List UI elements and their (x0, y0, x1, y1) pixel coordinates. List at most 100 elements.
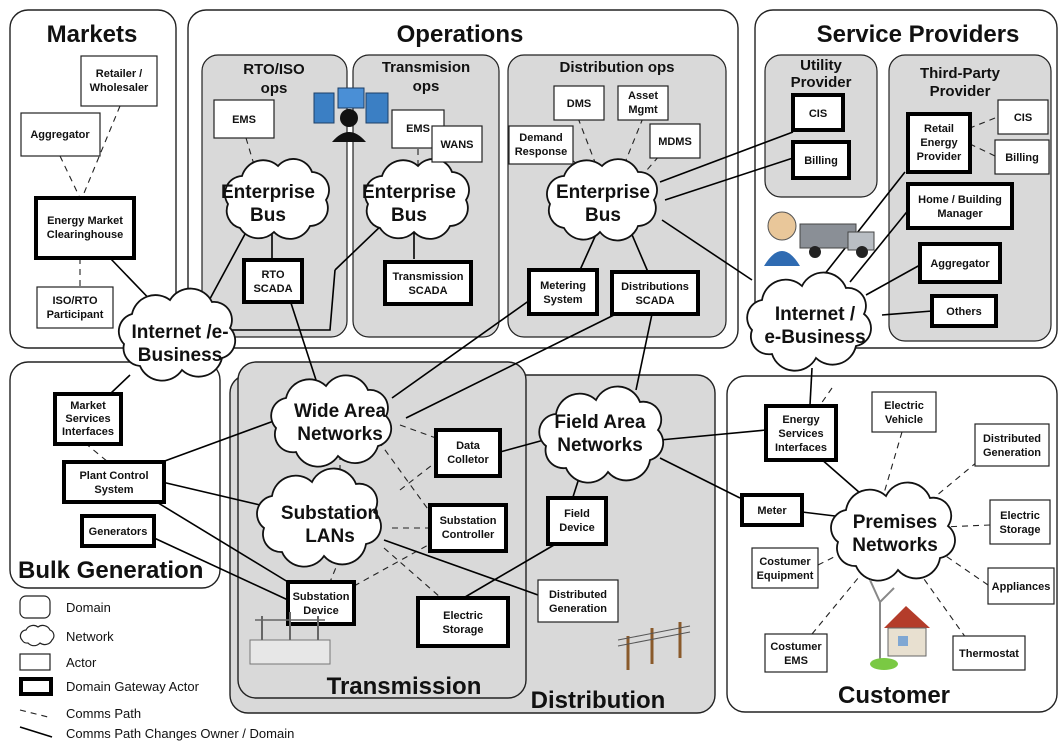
actors: Retailer / Wholesaler Aggregator Energy … (20, 55, 1055, 673)
gateway-data-colletor: Data Colletor (434, 428, 502, 478)
actor-aggregator-markets: Aggregator (20, 112, 101, 157)
comms-path-changes-owner (849, 207, 911, 283)
subdomain-title-transmission-ops: ops (413, 78, 440, 95)
gateway-others: Others (930, 294, 998, 328)
actor-label: Colletor (447, 454, 489, 466)
actor-label: Interfaces (775, 442, 827, 454)
network-label-line1: Substation (281, 503, 379, 524)
comms-path (881, 431, 903, 501)
operator-workstation-illustration (313, 87, 389, 142)
actor-costumer-equipment: Costumer Equipment (751, 547, 819, 589)
comms-path-changes-owner (664, 157, 794, 201)
comms-path-changes-owner (659, 429, 767, 441)
actor-label: Storage (1000, 524, 1041, 536)
legend-item-comms-path: Comms Path (19, 706, 141, 721)
comms-path (969, 143, 996, 157)
legend-label: Comms Path Changes Owner / Domain (66, 726, 294, 741)
comms-path (383, 547, 441, 598)
actor-label: Storage (443, 624, 484, 636)
actor-label: Plant Control (79, 470, 148, 482)
subdomain-title-utility-provider: Utility (800, 57, 842, 74)
actor-label: RTO (261, 269, 284, 281)
comms-path-changes-owner (499, 439, 545, 453)
gateway-transmission-scada: Transmission SCADA (383, 260, 473, 306)
actor-demand-response: Demand Response (508, 125, 574, 165)
gateway-substation-device: Substation Device (286, 580, 356, 626)
network-label-line2: Bus (585, 205, 621, 226)
actor-label: MDMS (658, 136, 692, 148)
network-label-line2: Bus (250, 205, 286, 226)
network-label-line1: Internet / (775, 304, 856, 325)
actor-label: DMS (567, 98, 591, 110)
gateway-generators: Generators (80, 514, 156, 548)
gateway-rto-scada: RTO SCADA (242, 258, 304, 304)
gateway-electric-storage-distribution: Electric Storage (416, 596, 510, 648)
subdomain-title-third-party-provider: Provider (930, 83, 991, 100)
comms-path-changes-owner (661, 219, 753, 281)
actor-label: Generation (549, 603, 607, 615)
actor-label: Billing (804, 155, 838, 167)
actor-label: Energy (782, 414, 820, 426)
actor-label: WANS (441, 139, 474, 151)
comms-path-changes-owner (391, 299, 531, 399)
actor-label: Services (65, 413, 110, 425)
comms-path-changes-owner (405, 311, 621, 419)
actor-label: Meter (757, 505, 787, 517)
comms-path-changes-owner (334, 221, 386, 271)
legend-item-actor: Actor (19, 653, 97, 671)
actor-label: CIS (809, 108, 827, 120)
network-label-line2: Business (138, 345, 222, 366)
comms-path-changes-owner (819, 171, 906, 281)
actor-billing-third-party: Billing (994, 139, 1050, 175)
actor-label: Aggregator (930, 258, 990, 270)
network-label-line1: Wide Area (294, 401, 386, 422)
legend-item-comms-path-changes: Comms Path Changes Owner / Domain (19, 726, 294, 741)
network-label-line1: Enterprise (556, 182, 650, 203)
actor-label: Participant (47, 309, 104, 321)
comms-path-changes-owner (635, 313, 653, 391)
comms-path-changes-owner (659, 131, 794, 183)
comms-path-changes-owner (809, 367, 813, 406)
actor-label: Energy Market (47, 215, 123, 227)
actor-label: Provider (917, 151, 962, 163)
gateway-distributions-scada: Distributions SCADA (610, 270, 700, 316)
actor-label: Wholesaler (90, 82, 149, 94)
comms-path (811, 565, 869, 635)
comms-path-changes-owner (225, 269, 336, 331)
actor-label: Costumer (770, 641, 822, 653)
comms-path (81, 105, 121, 199)
network-label-line1: Internet /e- (131, 322, 228, 343)
gateway-aggregator-service-providers: Aggregator (918, 242, 1002, 284)
comms-path (913, 564, 967, 639)
gateway-energy-services-interfaces: Energy Services Interfaces (764, 404, 838, 462)
network-label-line2: Networks (297, 424, 383, 445)
actor-electric-storage-customer: Electric Storage (989, 499, 1051, 545)
actor-label: Appliances (992, 581, 1051, 593)
comms-path-changes-owner (161, 481, 261, 506)
actor-label: Costumer (759, 556, 811, 568)
actor-electric-vehicle: Electric Vehicle (871, 391, 937, 433)
comms-path (84, 442, 109, 463)
gateway-retail-energy-provider: Retail Energy Provider (906, 112, 972, 174)
network-premises-networks: Premises Networks (830, 481, 956, 582)
actor-label: Market (70, 400, 106, 412)
actor-label: SCADA (408, 285, 447, 297)
comms-path-changes-owner (801, 511, 836, 517)
actor-mdms: MDMS (649, 123, 701, 159)
actor-label: Field (564, 508, 590, 520)
actor-label: EMS (784, 655, 808, 667)
actor-label: Response (515, 146, 568, 158)
network-label-line1: Premises (853, 512, 938, 533)
actor-label: Thermostat (959, 648, 1019, 660)
actor-label: SCADA (253, 283, 292, 295)
legend-item-gateway: Domain Gateway Actor (19, 677, 200, 696)
comms-path (939, 551, 989, 586)
actor-label: System (543, 294, 582, 306)
network-label-line2: LANs (305, 526, 355, 547)
actor-label: Demand (519, 132, 562, 144)
subdomain-title-transmission-ops: Transmision (382, 59, 470, 76)
actor-label: Distributions (621, 281, 689, 293)
subdomain-title-third-party-provider: Third-Party (920, 65, 1001, 82)
network-enterprise-bus-transmission: Enterprise Bus (362, 158, 470, 240)
